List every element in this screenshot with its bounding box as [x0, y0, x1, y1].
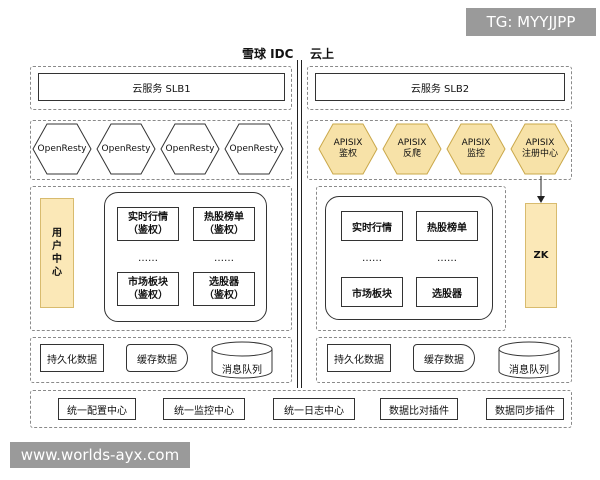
openresty-node-1: OpenResty: [31, 121, 93, 177]
left-gateway-group: [30, 120, 292, 180]
left-storage-group: [30, 337, 292, 383]
openresty-label: OpenResty: [101, 143, 151, 154]
watermark-top-right: TG: MYYJJPP: [466, 8, 596, 36]
user-center-box: 用 户 中 心: [40, 198, 74, 308]
left-slb-group: [30, 66, 292, 110]
apisix-label: APISIX 监控: [461, 138, 491, 159]
left-slb-box: 云服务 SLB1: [38, 73, 285, 101]
storage-persist-right: 持久化数据: [327, 344, 391, 372]
service-realtime-quote: 实时行情 （鉴权）: [117, 207, 179, 241]
openresty-label: OpenResty: [229, 143, 279, 154]
header-cloud: 云上: [310, 47, 335, 61]
data-compare-plugin: 数据比对插件: [380, 398, 458, 420]
watermark-bottom-left: www.worlds-ayx.com: [10, 442, 190, 468]
message-queue-cylinder-left: 消息队列: [210, 340, 274, 380]
openresty-node-3: OpenResty: [159, 121, 221, 177]
right-slb-box: 云服务 SLB2: [315, 73, 565, 101]
header-idc: 雪球 IDC: [242, 47, 294, 61]
shared-services-group: [30, 390, 572, 428]
divider-line-left: [297, 60, 298, 388]
user-center-char: 中: [52, 254, 62, 265]
storage-cache-right: 缓存数据: [413, 344, 475, 372]
storage-persist-left: 持久化数据: [40, 344, 104, 372]
openresty-node-2: OpenResty: [95, 121, 157, 177]
left-service-cluster: [104, 192, 267, 322]
service-stock-screener-cloud: 选股器: [416, 277, 478, 307]
service-hot-stocks-cloud: 热股榜单: [416, 211, 478, 241]
openresty-node-4: OpenResty: [223, 121, 285, 177]
service-market-sector-cloud: 市场板块: [341, 277, 403, 307]
unified-monitor-center: 统一监控中心: [163, 398, 245, 420]
queue-label: 消息队列: [509, 365, 549, 376]
apisix-label: APISIX 鉴权: [333, 138, 363, 159]
zk-box: ZK: [525, 203, 557, 308]
unified-log-center: 统一日志中心: [273, 398, 355, 420]
apisix-registry-node: APISIX 注册中心: [509, 121, 571, 177]
storage-cache-left: 缓存数据: [126, 344, 188, 372]
apisix-label: APISIX 反爬: [397, 138, 427, 159]
user-center-char: 户: [52, 241, 62, 252]
registry-to-zk-arrow: [537, 176, 545, 203]
right-slb-group: [307, 66, 572, 110]
right-service-group: [316, 186, 506, 331]
message-queue-cylinder-right: 消息队列: [497, 340, 561, 380]
queue-label: 消息队列: [222, 365, 262, 376]
apisix-monitor-node: APISIX 监控: [445, 121, 507, 177]
apisix-anticrawl-node: APISIX 反爬: [381, 121, 443, 177]
right-storage-group: [316, 337, 572, 383]
right-gateway-group: [307, 120, 572, 180]
data-sync-plugin: 数据同步插件: [486, 398, 564, 420]
right-service-cluster: [325, 196, 493, 320]
unified-config-center: 统一配置中心: [58, 398, 136, 420]
openresty-label: OpenResty: [37, 143, 87, 154]
user-center-char: 心: [52, 267, 62, 278]
left-dots-1: ……: [138, 253, 158, 264]
service-realtime-quote-cloud: 实时行情: [341, 211, 403, 241]
left-dots-2: ……: [214, 253, 234, 264]
service-stock-screener: 选股器 （鉴权）: [193, 272, 255, 306]
divider-line-right: [301, 60, 302, 388]
right-dots-2: ……: [437, 253, 457, 264]
service-market-sector: 市场板块 （鉴权）: [117, 272, 179, 306]
right-dots-1: ……: [362, 253, 382, 264]
user-center-char: 用: [52, 228, 62, 239]
openresty-label: OpenResty: [165, 143, 215, 154]
left-service-group: [30, 186, 292, 331]
apisix-label: APISIX 注册中心: [521, 138, 558, 159]
apisix-auth-node: APISIX 鉴权: [317, 121, 379, 177]
service-hot-stocks: 热股榜单 （鉴权）: [193, 207, 255, 241]
